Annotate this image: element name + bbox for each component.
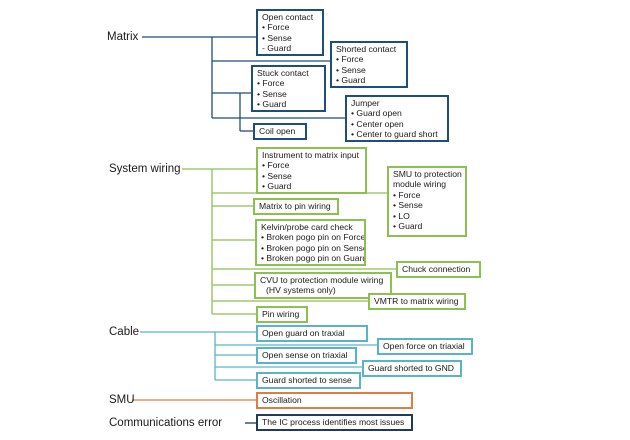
- shorted-contact-item: Force: [336, 54, 402, 64]
- instrument-to-matrix-title: Instrument to matrix input: [262, 150, 359, 160]
- kelvin-probe-box: Kelvin/probe card check Broken pogo pin …: [255, 219, 366, 266]
- open-force-box: Open force on triaxial: [377, 338, 473, 355]
- vmtr-to-matrix-box: VMTR to matrix wiring: [368, 293, 466, 310]
- category-matrix: Matrix: [107, 31, 139, 43]
- jumper-item: Guard open: [351, 108, 443, 118]
- open-sense-box: Open sense on triaxial: [256, 347, 357, 364]
- open-contact-box: Open contact Force Sense Guard: [256, 9, 324, 56]
- stuck-contact-item: Sense: [257, 89, 320, 99]
- cvu-to-protection-note: (HV systems only): [266, 285, 336, 296]
- pin-wiring-title: Pin wiring: [262, 309, 300, 319]
- guard-gnd-box: Guard shorted to GND: [362, 360, 462, 377]
- stuck-contact-title: Stuck contact: [257, 68, 309, 78]
- stuck-contact-item: Force: [257, 78, 320, 88]
- category-smu: SMU: [109, 394, 135, 406]
- smu-to-protection-title: SMU to protection: [393, 169, 462, 179]
- stuck-contact-box: Stuck contact Force Sense Guard: [251, 65, 326, 112]
- ic-process-box: The IC process identifies most issues: [256, 414, 413, 431]
- chuck-connection-title: Chuck connection: [402, 264, 471, 274]
- jumper-box: Jumper Guard open Center open Center to …: [345, 95, 449, 142]
- instrument-to-matrix-box: Instrument to matrix input Force Sense G…: [256, 147, 367, 194]
- matrix-to-pin-title: Matrix to pin wiring: [259, 201, 331, 211]
- open-guard-title: Open guard on traxial: [262, 328, 345, 338]
- open-contact-item: Sense: [262, 33, 318, 43]
- vmtr-to-matrix-title: VMTR to matrix wiring: [374, 296, 459, 306]
- open-force-title: Open force on triaxial: [383, 341, 465, 351]
- open-contact-item: Force: [262, 22, 318, 32]
- instrument-to-matrix-item: Guard: [262, 181, 361, 191]
- coil-open-title: Coil open: [259, 126, 296, 136]
- matrix-to-pin-box: Matrix to pin wiring: [253, 198, 339, 215]
- category-communications: Communications error: [109, 417, 223, 429]
- cvu-to-protection-title: CVU to protection module wiring: [260, 275, 384, 285]
- cable-connectors: [140, 331, 377, 381]
- kelvin-probe-title: Kelvin/probe card check: [261, 222, 353, 232]
- open-contact-item: Guard: [262, 43, 318, 53]
- kelvin-probe-item: Broken pogo pin on Sense: [261, 243, 364, 253]
- smu-to-protection-box: SMU to protection module wiring Force Se…: [387, 166, 467, 237]
- oscillation-box: Oscillation: [256, 392, 413, 409]
- category-cable: Cable: [109, 326, 140, 338]
- instrument-to-matrix-item: Force: [262, 160, 361, 170]
- coil-open-box: Coil open: [253, 123, 307, 140]
- kelvin-probe-item: Broken pogo pin on Force: [261, 232, 364, 242]
- shorted-contact-item: Guard: [336, 75, 402, 85]
- kelvin-probe-item: Broken pogo pin on Guard: [261, 253, 364, 263]
- cvu-to-protection-box: CVU to protection module wiring (HV syst…: [254, 272, 392, 299]
- shorted-contact-title: Shorted contact: [336, 44, 397, 54]
- jumper-title: Jumper: [351, 98, 380, 108]
- smu-to-protection-item: Guard: [393, 221, 461, 231]
- guard-sense-title: Guard shorted to sense: [262, 375, 352, 385]
- category-system-wiring: System wiring: [109, 163, 181, 175]
- guard-sense-box: Guard shorted to sense: [256, 372, 361, 389]
- instrument-to-matrix-item: Sense: [262, 171, 361, 181]
- jumper-item: Center open: [351, 119, 443, 129]
- system-wiring-connectors: [182, 168, 396, 315]
- jumper-item: Center to guard short: [351, 129, 443, 139]
- oscillation-title: Oscillation: [262, 395, 302, 405]
- open-sense-title: Open sense on triaxial: [262, 350, 348, 360]
- smu-to-protection-item: LO: [393, 211, 461, 221]
- stuck-contact-item: Guard: [257, 99, 320, 109]
- smu-to-protection-item: Force: [393, 190, 461, 200]
- matrix-connectors: [142, 36, 345, 132]
- ic-process-title: The IC process identifies most issues: [262, 417, 405, 427]
- pin-wiring-box: Pin wiring: [256, 306, 308, 323]
- shorted-contact-box: Shorted contact Force Sense Guard: [330, 41, 408, 88]
- smu-to-protection-item: Sense: [393, 200, 461, 210]
- guard-gnd-title: Guard shorted to GND: [368, 363, 454, 373]
- open-guard-box: Open guard on traxial: [256, 325, 368, 342]
- chuck-connection-box: Chuck connection: [396, 261, 481, 278]
- smu-to-protection-title: module wiring: [393, 179, 447, 190]
- shorted-contact-item: Sense: [336, 65, 402, 75]
- open-contact-title: Open contact: [262, 12, 314, 22]
